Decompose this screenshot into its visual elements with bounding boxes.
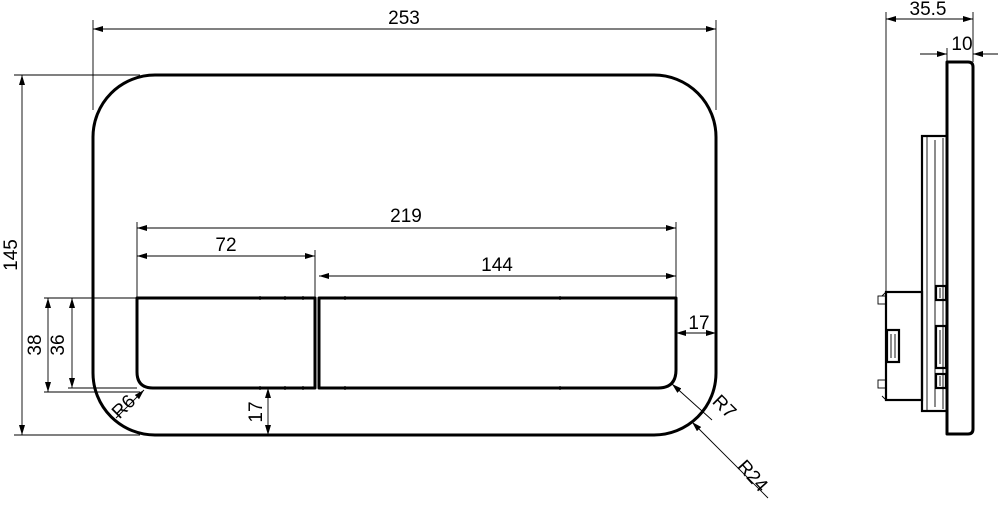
dim-large-radius: R7 [671, 383, 740, 423]
dim-large-button-width: 144 [319, 255, 676, 279]
side-mechanism [877, 284, 948, 402]
dim-bottom-margin-label: 17 [246, 401, 267, 422]
dim-outer-button-height-label: 38 [25, 334, 46, 355]
dim-small-button-width-label: 72 [215, 235, 236, 256]
side-view: 35.5 10 [877, 0, 998, 436]
dim-plate-thickness: 10 [920, 34, 998, 62]
dim-side-margin: 17 [676, 313, 716, 336]
dim-overall-width: 253 [92, 8, 717, 110]
side-plate-outline [945, 60, 975, 436]
dim-plate-radius: R24 [691, 421, 772, 499]
button-tick-marks [259, 296, 561, 390]
dim-bottom-margin: 17 [246, 388, 271, 435]
dim-side-depth: 35.5 [885, 0, 974, 292]
plate-outline [91, 73, 718, 437]
front-view: 253 145 219 72 144 [1, 8, 772, 499]
large-button-outline [317, 296, 678, 390]
side-frame-outline [920, 134, 949, 413]
small-button-outline [135, 296, 317, 390]
dim-large-button-width-label: 144 [481, 255, 513, 276]
dim-small-button-width: 72 [137, 235, 316, 298]
dim-inner-button-height-label: 36 [48, 334, 69, 355]
dim-overall-height-label: 145 [1, 239, 22, 271]
dim-button-heights: 38 36 [25, 297, 140, 393]
dim-overall-width-label: 253 [388, 8, 420, 29]
dim-side-depth-label: 35.5 [910, 0, 947, 20]
dim-buttons-width-label: 219 [390, 206, 422, 227]
dim-overall-height: 145 [1, 74, 140, 436]
dim-plate-radius-label: R24 [733, 456, 772, 496]
dim-buttons-width: 219 [136, 206, 677, 298]
dim-plate-thickness-label: 10 [951, 34, 972, 55]
dim-side-margin-label: 17 [688, 313, 709, 334]
